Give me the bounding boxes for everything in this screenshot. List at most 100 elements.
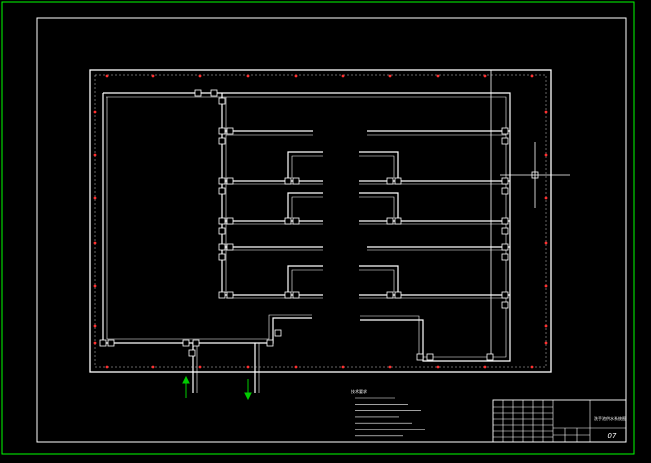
hole-marker xyxy=(388,365,392,369)
pipe-fittings xyxy=(99,89,509,361)
pipe-fitting xyxy=(188,349,196,357)
branch-left-3-up xyxy=(287,192,323,221)
pipe-fitting xyxy=(386,291,394,299)
pipe-fitting xyxy=(218,127,226,135)
hole-marker xyxy=(93,324,97,328)
hole-marker xyxy=(198,365,202,369)
flow-arrows xyxy=(182,375,252,401)
plate-inner-outline xyxy=(94,74,547,368)
hole-marker xyxy=(93,153,97,157)
hole-marker xyxy=(483,365,487,369)
pipe-fitting xyxy=(226,243,234,251)
hole-marker xyxy=(93,110,97,114)
pipe-fitting xyxy=(192,339,200,347)
crosshair-cursor-icon xyxy=(500,142,570,208)
pipe-fitting xyxy=(218,291,226,299)
main-header-pipe-inner xyxy=(106,96,507,341)
hole-marker xyxy=(93,196,97,200)
hole-marker xyxy=(530,365,534,369)
pipe-fitting xyxy=(218,243,226,251)
hole-marker xyxy=(105,74,109,78)
branch-right-5-up xyxy=(359,265,399,295)
pipe-fitting xyxy=(501,243,509,251)
pipe-fitting xyxy=(218,137,226,145)
outer-sheet-border xyxy=(1,1,635,455)
pipe-fitting xyxy=(218,227,226,235)
hole-marker xyxy=(246,365,250,369)
left-descender-pipe-inner xyxy=(106,97,312,340)
hole-marker xyxy=(388,74,392,78)
hole-marker xyxy=(544,110,548,114)
drawing-title: 洗手池供水系统图 xyxy=(594,416,626,421)
pipe-fitting xyxy=(394,291,402,299)
pipe-fitting xyxy=(218,217,226,225)
hole-marker xyxy=(544,284,548,288)
pipe-fitting xyxy=(99,339,107,347)
hole-marker xyxy=(341,365,345,369)
pipe-fitting xyxy=(284,217,292,225)
pipe-fitting xyxy=(218,187,226,195)
hole-marker xyxy=(483,74,487,78)
hole-marker xyxy=(151,74,155,78)
hole-marker xyxy=(530,74,534,78)
pipe-fitting xyxy=(210,89,218,97)
branch-right-3-up xyxy=(359,192,399,221)
technical-notes xyxy=(355,397,425,437)
pipe-fitting xyxy=(284,177,292,185)
hole-marker xyxy=(341,74,345,78)
pipe-fitting xyxy=(386,217,394,225)
hole-marker xyxy=(93,284,97,288)
hole-marker xyxy=(544,241,548,245)
pipe-fitting xyxy=(107,339,115,347)
inner-drawing-frame xyxy=(36,17,627,443)
pipe-fitting xyxy=(194,89,202,97)
pipe-fitting xyxy=(501,253,509,261)
hole-marker xyxy=(544,153,548,157)
hole-marker xyxy=(544,341,548,345)
plate-outline xyxy=(89,69,552,373)
main-header-pipe xyxy=(103,92,511,345)
pipe-fitting xyxy=(226,217,234,225)
pipe-fitting xyxy=(226,177,234,185)
pipe-fitting xyxy=(394,217,402,225)
pipe-fitting xyxy=(292,177,300,185)
drawing-number: 07 xyxy=(607,432,617,440)
pipe-fitting xyxy=(266,339,274,347)
hole-marker xyxy=(544,196,548,200)
hole-marker xyxy=(93,341,97,345)
hole-marker xyxy=(294,74,298,78)
hole-marker xyxy=(198,74,202,78)
pipe-fitting xyxy=(501,127,509,135)
hole-marker xyxy=(436,365,440,369)
pipe-fitting xyxy=(501,177,509,185)
pipe-fitting xyxy=(501,137,509,145)
branch-right-2-up xyxy=(359,151,399,181)
branch-left-5-up xyxy=(287,265,323,295)
hole-marker xyxy=(105,365,109,369)
pipe-fitting xyxy=(501,291,509,299)
pipe-fitting xyxy=(386,177,394,185)
notes-title: 技术要求 xyxy=(351,389,367,394)
pipe-fitting xyxy=(218,97,226,105)
pipe-fitting xyxy=(218,253,226,261)
pipe-fitting xyxy=(274,329,282,337)
pipe-fitting xyxy=(501,187,509,195)
mounting-holes xyxy=(93,74,548,369)
hole-marker xyxy=(151,365,155,369)
hole-marker xyxy=(294,365,298,369)
pipe-fitting xyxy=(226,291,234,299)
pipe-fitting xyxy=(182,339,190,347)
pipe-fitting xyxy=(226,127,234,135)
pipe-network xyxy=(102,92,511,393)
title-block xyxy=(492,399,627,443)
bottom-return-pipe-inner xyxy=(360,315,507,358)
pipe-fitting xyxy=(486,353,494,361)
hole-marker xyxy=(246,74,250,78)
pipe-fitting xyxy=(501,301,509,309)
bottom-return-pipe xyxy=(360,319,511,362)
branch-left-2-up xyxy=(287,151,323,181)
pipe-fitting xyxy=(292,291,300,299)
pipe-fitting xyxy=(284,291,292,299)
pipe-fitting xyxy=(501,217,509,225)
